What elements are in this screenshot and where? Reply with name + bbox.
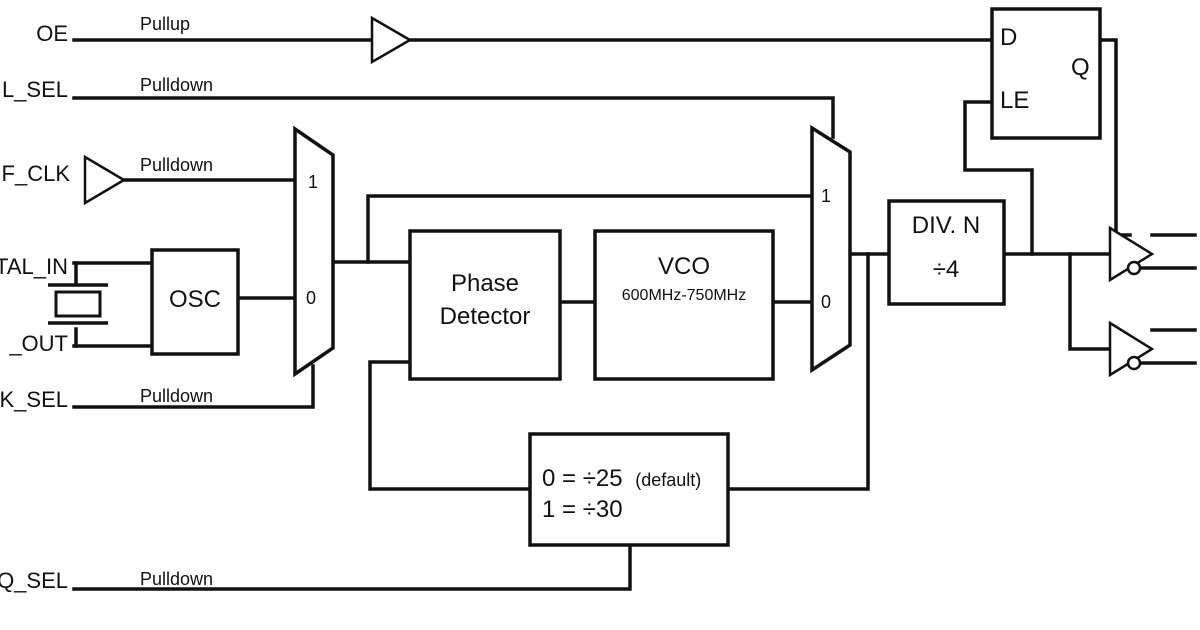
xtal-sel-pull-label: Pulldown	[140, 75, 213, 95]
input-mux-label-0: 0	[306, 288, 316, 308]
div-n-value: ÷4	[933, 256, 960, 283]
phase-detector-label-1: Phase	[451, 270, 519, 297]
latch-q-wire	[1098, 38, 1132, 237]
xtal-out-pin-label: _OUT	[8, 331, 68, 356]
input-mux	[293, 125, 335, 378]
feedback-wire-left	[368, 360, 532, 491]
clk-sel-pin-label: K_SEL	[0, 387, 68, 412]
vco-block	[593, 229, 775, 381]
xtal-sel-pin-label: L_SEL	[2, 77, 68, 102]
output-enable-latch	[990, 7, 1102, 140]
feedback-divider-default: (default)	[635, 470, 701, 490]
oe-buffer	[370, 15, 413, 65]
oe-pin-label: OE	[36, 21, 68, 46]
ref-clk-buffer	[83, 154, 127, 206]
div-n-block	[887, 199, 1006, 306]
xtal-sel-wire	[72, 96, 835, 139]
phase-detector-label-2: Detector	[440, 303, 531, 330]
freq-sel-pin-label: Q_SEL	[0, 568, 68, 593]
output-buffer-2-bubble	[1126, 355, 1142, 371]
output-mux-label-1: 1	[821, 186, 831, 206]
oe-pull-label: Pullup	[140, 14, 190, 34]
vco-title: VCO	[658, 253, 710, 280]
phase-detector-block	[408, 229, 562, 381]
vco-range: 600MHz-750MHz	[622, 287, 746, 304]
clk-sel-pull-label: Pulldown	[140, 386, 213, 406]
latch-le-label: LE	[1000, 87, 1029, 114]
feedback-divider-line-1: 0 = ÷25 (default)	[542, 465, 701, 492]
feedback-wire-right	[726, 252, 870, 491]
ref-clk-pin-label: F_CLK	[2, 161, 71, 186]
freq-sel-pull-label: Pulldown	[140, 569, 213, 589]
latch-d-label: D	[1000, 24, 1017, 51]
ref-clk-pull-label: Pulldown	[140, 155, 213, 175]
output-buffer-1-bubble	[1126, 260, 1142, 276]
feedback-divider-block	[528, 432, 730, 547]
div-to-buffer2-wire	[1068, 252, 1112, 351]
bypass-wire	[366, 194, 814, 264]
feedback-divider-line-2: 1 = ÷30	[542, 496, 623, 523]
crystal	[54, 290, 102, 318]
div-to-le-wire	[963, 100, 1034, 256]
latch-q-label: Q	[1071, 54, 1090, 81]
osc-label: OSC	[169, 286, 221, 313]
div-n-title: DIV. N	[912, 212, 980, 239]
output-mux-label-0: 0	[821, 292, 831, 312]
output-mux	[810, 124, 852, 374]
feedback-divider-ratio-0: 0 = ÷25	[542, 465, 623, 492]
freq-sel-wire	[72, 543, 632, 591]
clk-sel-wire	[72, 364, 315, 409]
xtal-in-pin-label: TAL_IN	[0, 254, 68, 279]
input-mux-label-1: 1	[308, 172, 318, 192]
osc-block	[150, 248, 240, 356]
